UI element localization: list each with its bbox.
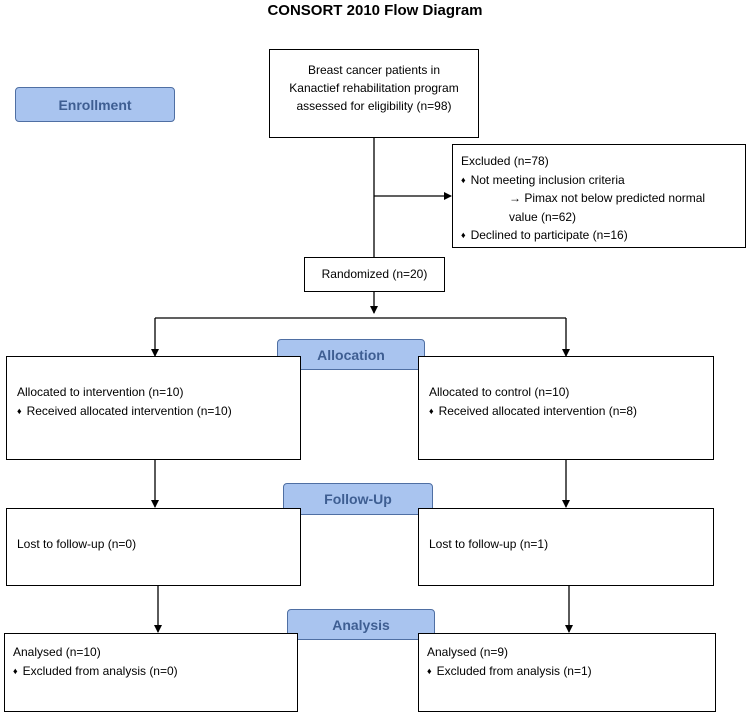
bullet-icon: ♦ [427, 666, 432, 676]
assessed-line-3: assessed for eligibility (n=98) [296, 99, 452, 113]
bullet-icon: ♦ [461, 230, 466, 240]
randomized-text: Randomized (n=20) [321, 267, 428, 281]
control-followup-box: Lost to follow-up (n=1) [418, 508, 714, 586]
assessed-box: Breast cancer patients in Kanactief reha… [269, 49, 479, 138]
excluded-box: Excluded (n=78) ♦ Not meeting inclusion c… [452, 144, 746, 248]
intervention-lost: Lost to follow-up (n=0) [17, 537, 137, 551]
bullet-icon: ♦ [17, 406, 22, 416]
control-lost: Lost to follow-up (n=1) [429, 537, 549, 551]
diagram-title: CONSORT 2010 Flow Diagram [267, 2, 483, 19]
control-allocated: Allocated to control (n=10) [429, 385, 570, 399]
intervention-analysed: Analysed (n=10) [13, 645, 101, 659]
control-excluded-analysis: Excluded from analysis (n=1) [436, 664, 592, 678]
control-analysed: Analysed (n=9) [427, 645, 509, 659]
enrollment-label: Enrollment [15, 87, 175, 122]
control-analysis-box: Analysed (n=9) ♦ Excluded from analysis (… [418, 633, 716, 712]
intervention-analysis-box: Analysed (n=10) ♦ Excluded from analysis … [4, 633, 298, 712]
assessed-line-1: Breast cancer patients in [307, 63, 441, 77]
follow-up-label: Follow-Up [283, 483, 433, 515]
intervention-allocation-box: Allocated to intervention (n=10) ♦ Receiv… [6, 356, 301, 460]
intervention-excluded-analysis: Excluded from analysis (n=0) [22, 664, 178, 678]
assessed-line-2: Kanactief rehabilitation program [289, 81, 459, 95]
bullet-icon: ♦ [429, 406, 434, 416]
intervention-allocated: Allocated to intervention (n=10) [17, 385, 184, 399]
intervention-followup-box: Lost to follow-up (n=0) [6, 508, 301, 586]
analysis-label: Analysis [287, 609, 435, 640]
intervention-received: Received allocated intervention (n=10) [26, 404, 232, 418]
control-received: Received allocated intervention (n=8) [438, 404, 638, 418]
excluded-heading: Excluded (n=78) [461, 154, 549, 168]
excluded-item-1-sub-1: → Pimax not below predicted normal [509, 191, 706, 205]
randomized-box: Randomized (n=20) [304, 257, 445, 292]
excluded-item-2: Declined to participate (n=16) [470, 228, 628, 242]
excluded-item-1: Not meeting inclusion criteria [470, 172, 625, 187]
bullet-icon: ♦ [13, 666, 18, 676]
excluded-item-1-sub-2: value (n=62) [509, 209, 577, 224]
control-allocation-box: Allocated to control (n=10) ♦ Received al… [418, 356, 714, 460]
allocation-label: Allocation [277, 339, 425, 370]
bullet-icon: ♦ [461, 174, 466, 185]
